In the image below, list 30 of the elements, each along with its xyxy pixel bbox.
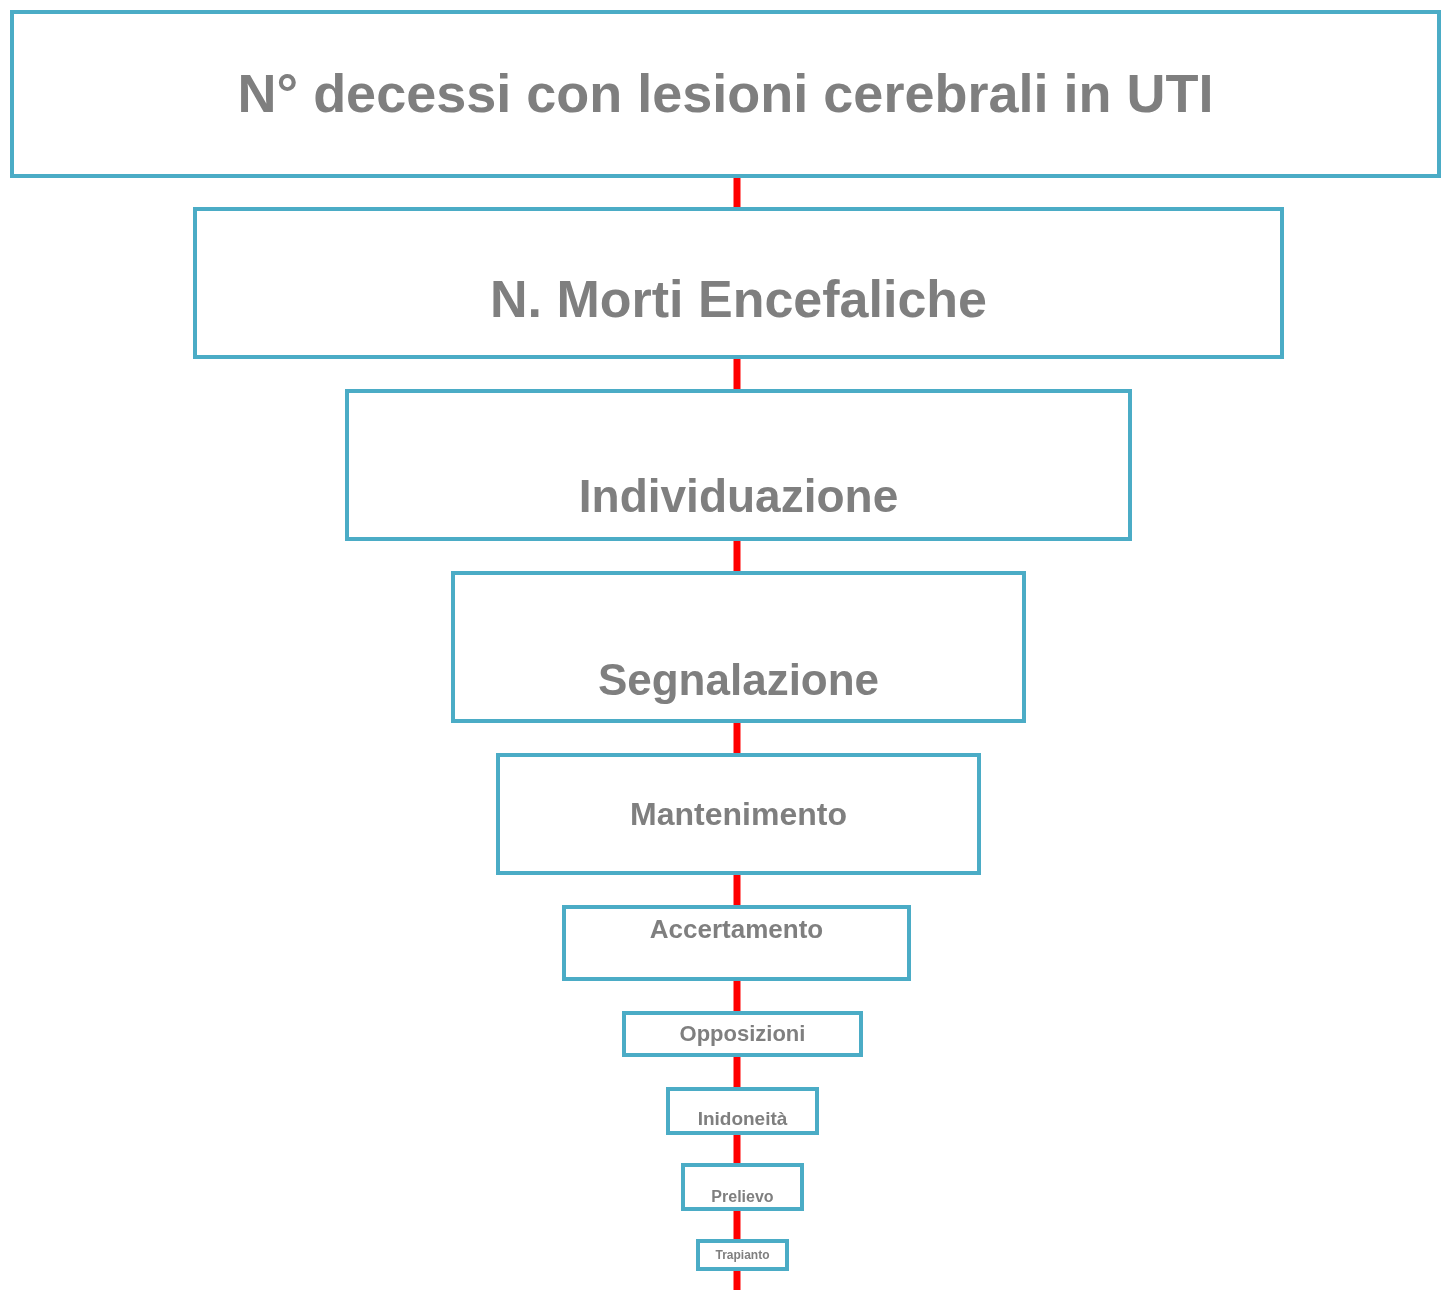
connector-line	[733, 1211, 741, 1239]
process-box	[345, 389, 1132, 541]
box-label: Segnalazione	[597, 654, 880, 706]
process-box	[10, 10, 1441, 178]
box-label: Accertamento	[649, 913, 824, 946]
process-box	[681, 1163, 804, 1211]
process-box	[696, 1239, 789, 1271]
process-box	[496, 753, 981, 875]
box-label: Opposizioni	[679, 1020, 806, 1048]
process-box	[562, 905, 911, 981]
box-label: Prelievo	[711, 1187, 774, 1207]
box-label: Individuazione	[578, 468, 899, 524]
process-box	[193, 207, 1284, 359]
box-label: N. Morti Encefaliche	[490, 268, 987, 330]
connector-line	[733, 1135, 741, 1163]
process-box	[622, 1011, 863, 1057]
connector-line	[733, 723, 741, 753]
connector-line	[733, 1057, 741, 1087]
box-label: N° decessi con lesioni cerebrali in UTI	[237, 62, 1214, 126]
connector-line	[733, 541, 741, 571]
box-label: Inidoneità	[697, 1107, 788, 1131]
process-box	[451, 571, 1026, 723]
connector-line	[733, 178, 741, 207]
box-label: Mantenimento	[630, 795, 847, 834]
connector-line	[733, 1271, 741, 1290]
connector-line	[733, 875, 741, 905]
process-box	[666, 1087, 819, 1135]
box-label: Trapianto	[715, 1247, 770, 1263]
connector-line	[733, 981, 741, 1011]
connector-line	[733, 359, 741, 389]
